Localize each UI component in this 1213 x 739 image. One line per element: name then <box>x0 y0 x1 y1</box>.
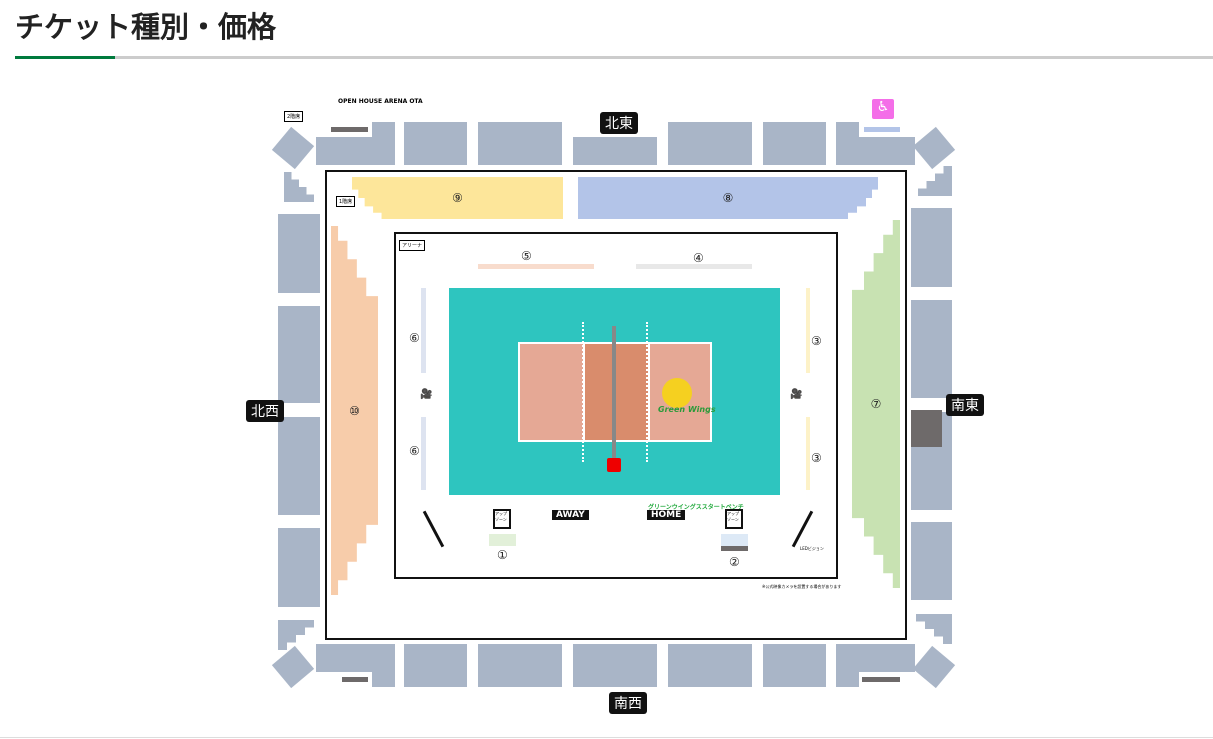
section-6-label: ⑥ <box>409 331 420 345</box>
section-4-label: ④ <box>693 251 704 265</box>
seat-block[interactable] <box>278 306 320 403</box>
section-5[interactable] <box>478 264 594 269</box>
seat-block[interactable] <box>372 672 395 687</box>
direction-north-east: 北東 <box>600 112 638 134</box>
seat-block[interactable] <box>478 644 562 687</box>
section-3-label: ③ <box>811 451 822 465</box>
seat-block[interactable] <box>573 644 657 687</box>
floor1-label: 1階席 <box>336 196 356 207</box>
floor1-area <box>325 170 907 640</box>
section-8-label: ⑧ <box>722 191 734 205</box>
referee-stand <box>607 458 621 472</box>
section-3[interactable] <box>806 417 810 490</box>
seat-block[interactable] <box>278 417 320 515</box>
corner-block[interactable] <box>278 620 314 650</box>
corner-block[interactable] <box>916 614 952 644</box>
net <box>612 326 616 462</box>
team-logo-text: Green Wings <box>658 405 716 414</box>
seat-block[interactable] <box>836 122 859 137</box>
warmup-zone-sign: アップゾーン <box>493 509 511 529</box>
seat-block[interactable] <box>836 644 915 672</box>
seat-block[interactable] <box>372 122 395 137</box>
section-9[interactable]: ⑨ <box>352 177 563 219</box>
camera-area <box>342 677 368 682</box>
warmup-zone-sign: アップゾーン <box>725 509 743 529</box>
direction-north-west: 北西 <box>246 400 284 422</box>
seat-block[interactable] <box>911 522 952 600</box>
seat-block[interactable] <box>668 644 752 687</box>
seat-block[interactable] <box>573 137 657 165</box>
section-7-label: ⑦ <box>870 397 882 411</box>
led-label: LEDビジョン <box>800 546 824 551</box>
section-3[interactable] <box>806 288 810 373</box>
section-6[interactable] <box>421 288 426 373</box>
seat-block[interactable] <box>316 644 395 672</box>
wheelchair-area <box>864 127 900 132</box>
seat-block[interactable] <box>404 644 467 687</box>
seat-block[interactable] <box>404 122 467 165</box>
arena-area <box>394 232 838 579</box>
seat-block[interactable] <box>278 528 320 607</box>
section-1-label: ① <box>497 548 508 562</box>
divider <box>0 737 1213 738</box>
title-underline <box>15 56 1213 59</box>
seat-block[interactable] <box>911 300 952 398</box>
wheelchair-icon: ♿ <box>872 99 894 119</box>
section-6-label: ⑥ <box>409 444 420 458</box>
arena-label: アリーナ <box>399 240 426 251</box>
home-label: HOME <box>647 510 686 520</box>
camera-icon: 🎥 <box>790 389 803 400</box>
camera-note: ※公式映像カメラを設置する場合があります <box>762 584 842 589</box>
direction-south-east: 南東 <box>946 394 984 416</box>
seat-block[interactable] <box>836 672 859 687</box>
home-bench-label: グリーンウイングススタートベンチ <box>648 504 744 511</box>
section-10-label: ⑩ <box>349 403 360 418</box>
camera-area <box>862 677 900 682</box>
camera-area <box>331 127 368 132</box>
section-2[interactable] <box>721 534 748 546</box>
seat-block[interactable] <box>763 644 826 687</box>
section-2-label: ② <box>729 555 740 569</box>
camera-area <box>721 546 748 551</box>
corner-block[interactable] <box>912 126 956 170</box>
attack-zone <box>583 344 650 440</box>
camera-icon: 🎥 <box>420 389 433 400</box>
title-accent <box>15 56 115 59</box>
section-4[interactable] <box>636 264 752 269</box>
section-1[interactable] <box>489 534 516 546</box>
page-title: チケット種別・価格 <box>15 10 277 44</box>
attack-line <box>646 322 648 462</box>
corner-block[interactable] <box>271 645 315 689</box>
away-label: AWAY <box>552 510 589 520</box>
seat-block[interactable] <box>911 208 952 287</box>
seat-block[interactable] <box>316 137 395 165</box>
corner-block[interactable] <box>271 126 315 170</box>
seat-block[interactable] <box>278 214 320 293</box>
floor2-label: 2階席 <box>284 111 304 122</box>
seat-block[interactable] <box>668 122 752 165</box>
direction-south-west: 南西 <box>609 692 647 714</box>
section-5-label: ⑤ <box>521 249 532 263</box>
seat-block[interactable] <box>836 137 915 165</box>
attack-line <box>582 322 584 462</box>
corner-block[interactable] <box>912 645 956 689</box>
team-logo <box>662 378 692 408</box>
corner-block[interactable] <box>284 172 314 202</box>
camera-area <box>911 410 942 447</box>
section-9-label: ⑨ <box>452 191 463 205</box>
venue-name: OPEN HOUSE ARENA OTA <box>338 98 423 105</box>
section-6[interactable] <box>421 417 426 490</box>
corner-block[interactable] <box>918 166 952 196</box>
section-3-label: ③ <box>811 334 822 348</box>
seat-block[interactable] <box>763 122 826 165</box>
section-8[interactable]: ⑧ <box>578 177 878 219</box>
seat-block[interactable] <box>478 122 562 165</box>
